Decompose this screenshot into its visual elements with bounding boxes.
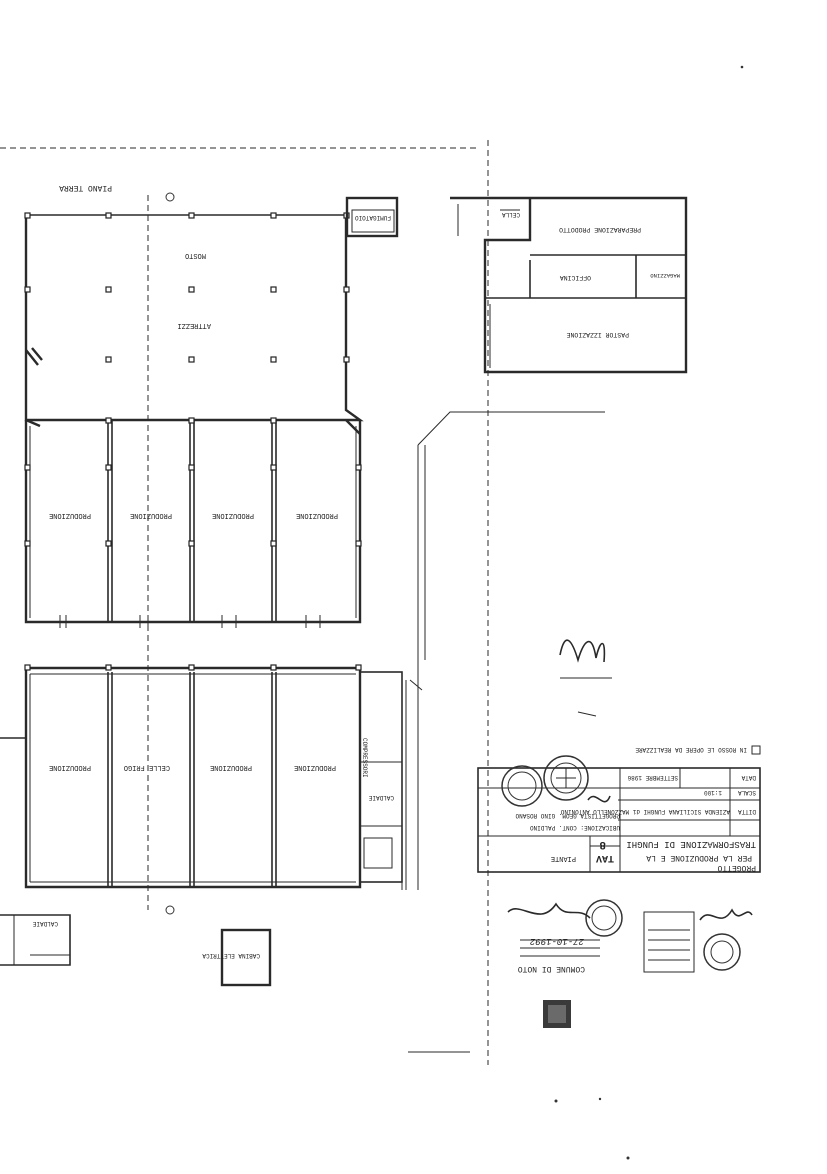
- legend-swatch: [751, 745, 761, 755]
- axis-marker-bottom: [165, 905, 175, 915]
- columns-top: [24, 212, 350, 363]
- room-label-officina: OFFICINA: [560, 274, 591, 281]
- tav-number: 8: [599, 838, 606, 850]
- service-strip: [359, 671, 423, 890]
- room-label-produzione-7: PRODUZIONE: [294, 763, 336, 771]
- room-label-produzione-3: PRODUZIONE: [212, 511, 254, 519]
- title-block: [477, 767, 761, 873]
- room-label-fumigatoio: FUMIGATOIO: [355, 214, 391, 221]
- comune-text: COMUNE DI NOTO: [518, 964, 585, 973]
- production-row-middle: [24, 418, 362, 624]
- room-label-produzione-2: PRODUZIONE: [130, 511, 172, 519]
- scale-label: SCALA: [738, 789, 756, 796]
- date-value: SETTEMBRE 1986: [627, 774, 678, 781]
- speck: [626, 1156, 630, 1160]
- approval-date: 27-10-1992: [529, 936, 584, 946]
- columns-middle: [24, 417, 362, 547]
- stamp-right: [643, 908, 753, 973]
- location-text: UBICAZIONE: CONT. PALDINO: [530, 824, 620, 831]
- road-line-2: [417, 411, 605, 446]
- designer-text: PROGETTISTA GEOM. GINO ROSANO: [515, 812, 620, 819]
- door-ticks-middle: [59, 615, 321, 628]
- room-label-preparazione: PREPARAZIONE PRODOTTO: [559, 226, 641, 233]
- columns-bottom: [24, 664, 362, 671]
- firm-label: DITTA: [738, 808, 756, 815]
- date-label: DATA: [741, 774, 756, 781]
- firm-text: AZIENDA SICILIANA FUNGHI di MAZZONELLO A…: [560, 808, 730, 815]
- progetto-label: PROGETTO: [717, 863, 756, 872]
- title-line1: PER LA PRODUZIONE E LA: [646, 853, 752, 862]
- stamp-round-2: [543, 755, 589, 801]
- room-label-produzione-5: PRODUZIONE: [49, 763, 91, 771]
- floor-label: PIANO TERRA: [59, 183, 112, 192]
- signature-title: [587, 795, 611, 803]
- tav-title: PIANTE: [551, 854, 576, 862]
- title-line2: TRASFORMAZIONE DI FUNGHI: [626, 839, 756, 849]
- stamp-round-1: [501, 765, 543, 807]
- room-label-caldaie-left: CALDAIE: [32, 920, 58, 927]
- room-label-cabina: CABINA ELETTRICA: [202, 952, 260, 959]
- signature-scribble-upper: [559, 639, 612, 717]
- room-fumigatoio: FUMIGATOIO: [345, 196, 399, 238]
- room-label-produzione-1: PRODUZIONE: [49, 511, 91, 519]
- scale-value: 1:100: [704, 789, 722, 796]
- room-cabina-elettrica: CABINA ELETTRICA: [202, 928, 272, 987]
- stamp-black-mark-inner: [548, 1005, 566, 1023]
- room-label-produzione-4: PRODUZIONE: [296, 511, 338, 519]
- tav-label: TAV: [596, 852, 614, 863]
- left-partial-rooms: [0, 737, 71, 966]
- room-label-caldaie: CALDAIE: [368, 794, 394, 801]
- hall-attrezzi: [24, 214, 364, 422]
- room-label-celle-frigo: CELLE FRIGO: [124, 763, 170, 771]
- note-text: IN ROSSO LE OPERE DA REALIZZARE: [635, 746, 747, 753]
- room-label-pastorizzazione: PASTOR IZZAZIONE: [566, 331, 629, 338]
- axis-marker-top: [165, 192, 175, 202]
- room-label-attrezzi: ATTREZZI: [177, 321, 211, 329]
- room-label-magazzino: MAGAZZINO: [650, 272, 680, 279]
- room-label-compressori: COMPRESSORI: [361, 738, 368, 778]
- room-label-produzione-6: PRODUZIONE: [210, 763, 252, 771]
- production-row-bottom: [24, 666, 362, 889]
- speck: [554, 1099, 558, 1103]
- stamp-comune: 27-10-1992 COMUNE DI NOTO: [507, 899, 623, 973]
- building-right: [450, 196, 688, 374]
- room-label-cella: CELLA: [502, 211, 520, 218]
- room-label-mosto: MOSTO: [185, 251, 206, 259]
- speck: [598, 1097, 602, 1101]
- speck: [740, 65, 744, 69]
